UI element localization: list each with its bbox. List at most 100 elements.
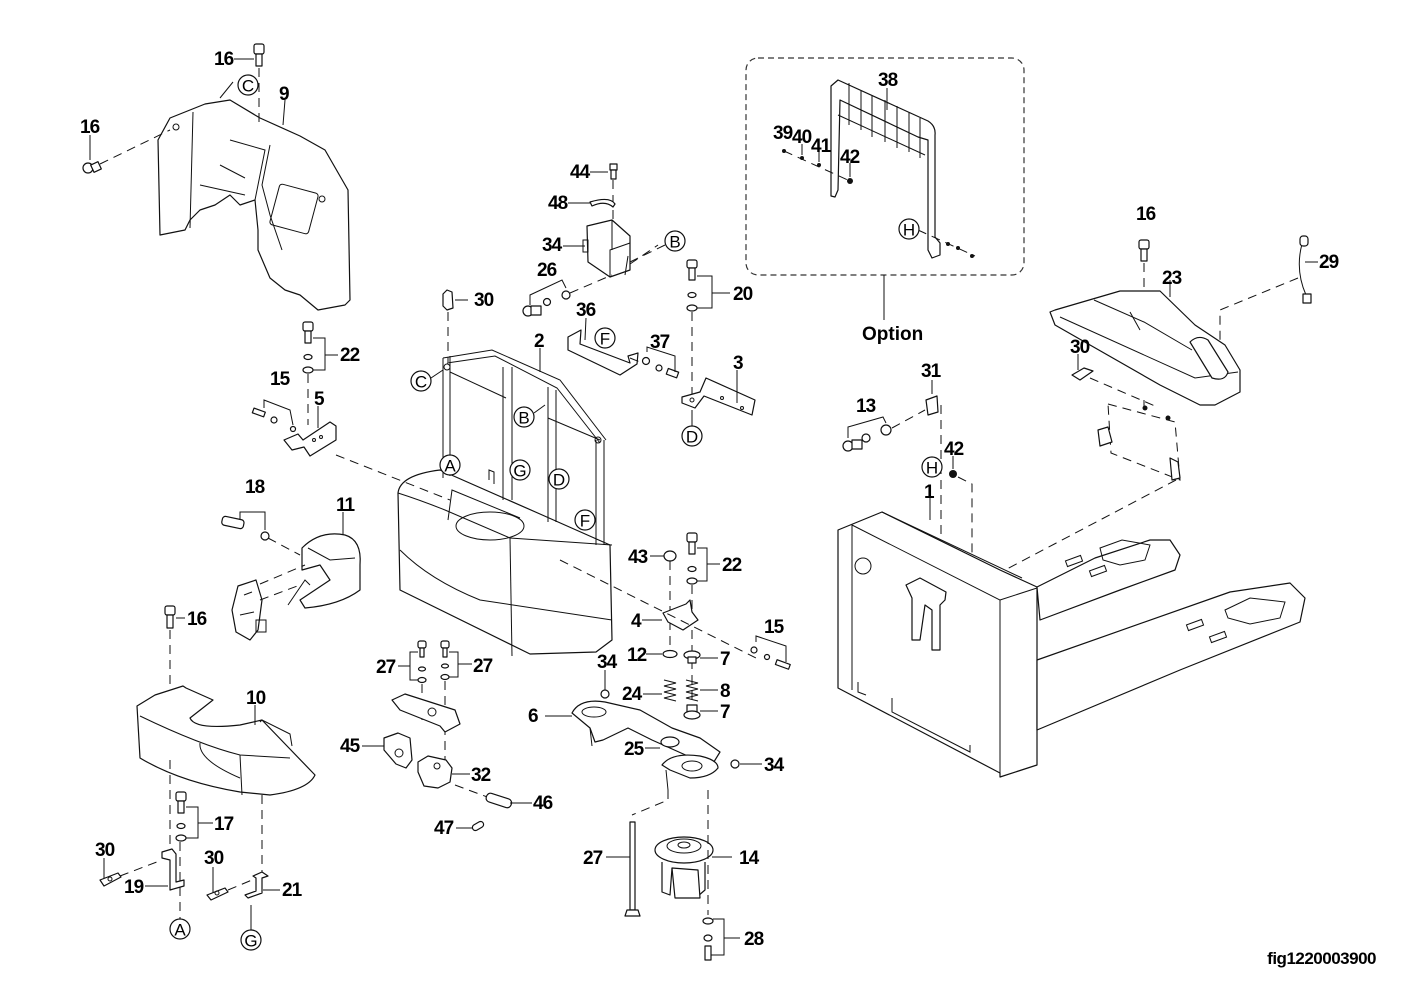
label-22: 22 — [722, 555, 742, 576]
part-3-bracket — [681, 377, 756, 416]
svg-text:A: A — [444, 457, 456, 476]
label-45: 45 — [340, 736, 361, 757]
part-27-bolt-set-right — [440, 640, 472, 681]
part-29-cable — [1298, 235, 1312, 304]
label-42: 42 — [944, 439, 964, 460]
label-38: 38 — [878, 70, 898, 91]
part-20-bolt-set — [686, 259, 730, 312]
part-5-bracket — [283, 421, 337, 457]
part-45-bracket — [383, 732, 413, 769]
label-36: 36 — [576, 300, 596, 321]
ref-callout-G: G — [509, 459, 531, 481]
label-34: 34 — [764, 755, 785, 776]
ref-callout-D: D — [548, 468, 570, 490]
part-30-clip-top — [442, 289, 454, 311]
label-34: 34 — [542, 235, 563, 256]
part-22-bolt-set-right — [686, 532, 720, 585]
label-17: 17 — [214, 814, 234, 835]
part-6-steering-arm — [571, 700, 721, 791]
figure-id: fig1220003900 — [1267, 949, 1376, 968]
label-7: 7 — [720, 702, 730, 723]
part-46-pin — [485, 792, 513, 809]
label-15: 15 — [270, 369, 291, 390]
label-44: 44 — [570, 162, 591, 183]
label-13: 13 — [856, 396, 876, 417]
label-20: 20 — [733, 284, 753, 305]
label-21: 21 — [282, 880, 303, 901]
handle-switch-assembly — [231, 579, 267, 641]
part-17-bolt-set — [175, 791, 213, 842]
label-12: 12 — [627, 645, 647, 666]
label-8: 8 — [720, 681, 730, 702]
part-16-screw-left — [82, 161, 102, 174]
label-42: 42 — [840, 147, 860, 168]
part-11-handle-holder — [287, 533, 361, 609]
label-23: 23 — [1162, 268, 1182, 289]
part-28-bolt-set — [702, 917, 740, 961]
label-18: 18 — [245, 477, 265, 498]
label-37: 37 — [650, 332, 670, 353]
svg-text:H: H — [903, 221, 915, 240]
part-36-bracket — [567, 329, 639, 376]
part-number-labels: 16 16 9 44 48 34 26 30 36 37 20 3 2 22 1… — [80, 49, 1340, 950]
part-38-guard-rail — [830, 79, 941, 259]
part-30-clip-left — [99, 872, 122, 887]
label-11: 11 — [336, 495, 356, 516]
part-44-screw — [609, 163, 618, 180]
ref-callout-H: H — [898, 218, 920, 240]
label-27: 27 — [473, 656, 493, 677]
label-22: 22 — [340, 345, 360, 366]
part-4-bracket — [662, 599, 699, 631]
part-30-clip-mid — [206, 887, 229, 901]
svg-text:C: C — [242, 77, 254, 96]
svg-text:H: H — [926, 459, 938, 478]
label-9: 9 — [279, 84, 289, 105]
part-18-bolt-set — [221, 511, 270, 541]
part-21-bracket — [244, 871, 269, 899]
part-15-bolt-set-right — [750, 635, 791, 670]
part-22-bolt-set-left — [302, 321, 338, 374]
label-1: 1 — [924, 482, 935, 503]
svg-text:A: A — [174, 921, 186, 940]
part-48-clip — [589, 198, 616, 208]
label-5: 5 — [314, 389, 325, 410]
part-42-nut — [949, 470, 957, 478]
part-9-rear-cover — [157, 99, 351, 311]
ref-callout-B: B — [664, 230, 686, 252]
label-4: 4 — [631, 611, 642, 632]
part-1-chassis-forks — [837, 511, 1306, 778]
label-48: 48 — [548, 193, 568, 214]
part-10-bottom-cover — [136, 685, 316, 796]
label-10: 10 — [246, 688, 266, 709]
label-15: 15 — [764, 617, 785, 638]
part-30-clip-right — [1071, 367, 1094, 381]
svg-text:G: G — [513, 462, 526, 481]
label-34: 34 — [597, 652, 618, 673]
part-34-grease-nipple-right — [730, 759, 740, 769]
steering-mount-plate — [391, 693, 461, 733]
label-31: 31 — [921, 361, 942, 382]
part-27-long-bolt — [624, 821, 641, 917]
ref-callout-A: A — [169, 918, 191, 940]
label-30: 30 — [474, 290, 494, 311]
ref-callout-H: H — [921, 456, 943, 478]
label-26: 26 — [537, 260, 557, 281]
part-12-washer — [662, 649, 678, 659]
svg-text:B: B — [518, 409, 529, 428]
part-7-bushing-bottom — [683, 704, 701, 720]
label-27: 27 — [583, 848, 603, 869]
controller-mounting-plate — [1097, 403, 1181, 481]
ref-callout-A: A — [439, 454, 461, 476]
label-40: 40 — [792, 127, 812, 148]
label-29: 29 — [1319, 252, 1339, 273]
label-28: 28 — [744, 929, 764, 950]
label-16: 16 — [80, 117, 100, 138]
label-3: 3 — [733, 353, 743, 374]
part-34-relay-box — [582, 219, 631, 278]
label-14: 14 — [739, 848, 760, 869]
label-30: 30 — [1070, 337, 1090, 358]
label-27: 27 — [376, 657, 396, 678]
part-43-nut — [663, 550, 677, 562]
label-25: 25 — [624, 739, 645, 760]
